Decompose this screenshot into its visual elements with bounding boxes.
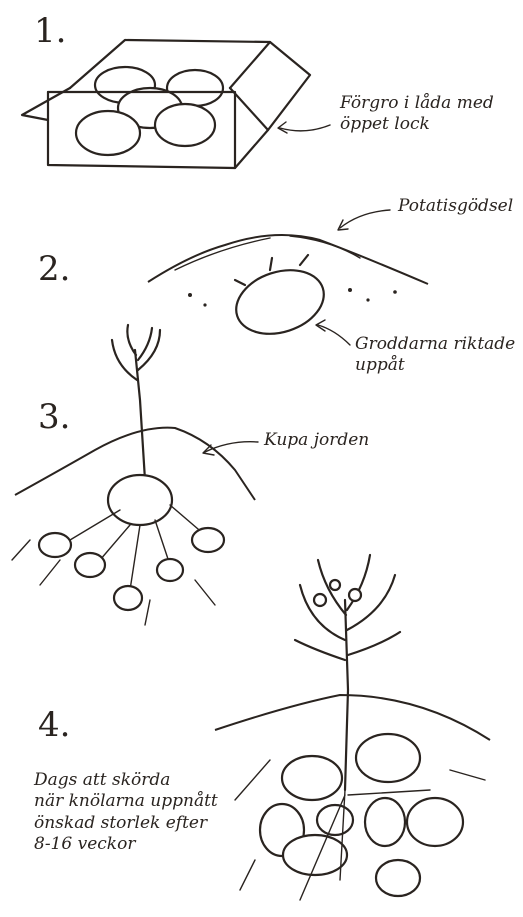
soil-dot bbox=[188, 293, 192, 297]
tuber bbox=[407, 798, 463, 846]
step2-planting-illustration bbox=[148, 210, 428, 345]
flower bbox=[314, 594, 326, 606]
caption-line: 8-16 veckor bbox=[34, 834, 218, 855]
leaf bbox=[347, 575, 395, 630]
caption-line: Dags att skörda bbox=[34, 770, 218, 791]
step2-number: 2. bbox=[38, 252, 70, 286]
small-tuber bbox=[75, 553, 105, 577]
leaf bbox=[138, 328, 152, 360]
stolon bbox=[100, 525, 130, 560]
caption-line: uppåt bbox=[355, 355, 515, 376]
soil-dot bbox=[203, 303, 206, 306]
potato bbox=[76, 111, 140, 155]
arrow bbox=[280, 125, 330, 131]
caption-line: önskad storlek efter bbox=[34, 813, 218, 834]
leaf bbox=[300, 585, 345, 640]
step4-harvest-illustration bbox=[215, 555, 490, 900]
leaf bbox=[347, 555, 370, 610]
soil-dot bbox=[348, 288, 352, 292]
arrow-head bbox=[278, 122, 287, 133]
caption-line: Förgro i låda med bbox=[340, 93, 494, 114]
tuber bbox=[365, 798, 405, 846]
leaf bbox=[138, 330, 160, 370]
box-right-flap bbox=[230, 42, 310, 130]
stolon bbox=[70, 510, 120, 540]
leaf bbox=[112, 340, 137, 380]
leaf bbox=[295, 640, 345, 660]
step1-number: 1. bbox=[34, 14, 66, 48]
arrow bbox=[340, 210, 390, 228]
small-tuber bbox=[39, 533, 71, 557]
arrow bbox=[318, 325, 350, 345]
step4-caption: Dags att skörda när knölarna uppnått öns… bbox=[34, 770, 218, 855]
step3-hilling-illustration bbox=[12, 325, 258, 625]
step3-number: 3. bbox=[38, 400, 70, 434]
potato bbox=[155, 104, 215, 146]
soil-dot bbox=[393, 290, 397, 294]
step1-box-illustration bbox=[22, 40, 330, 168]
small-tuber bbox=[157, 559, 183, 581]
step1-caption: Förgro i låda med öppet lock bbox=[340, 93, 494, 136]
soil-dot bbox=[366, 298, 369, 301]
step2-top-caption: Potatisgödsel bbox=[398, 196, 513, 217]
caption-line: öppet lock bbox=[340, 114, 494, 135]
mother-tuber bbox=[108, 475, 172, 525]
leaf bbox=[348, 632, 400, 655]
stolon bbox=[130, 525, 140, 590]
step3-caption: Kupa jorden bbox=[264, 430, 369, 451]
small-tuber bbox=[114, 586, 142, 610]
small-tuber bbox=[192, 528, 224, 552]
step4-number: 4. bbox=[38, 708, 70, 742]
caption-line: när knölarna uppnått bbox=[34, 791, 218, 812]
tuber bbox=[376, 860, 420, 896]
flower bbox=[330, 580, 340, 590]
tuber bbox=[283, 835, 347, 875]
tuber bbox=[282, 756, 342, 800]
soil-surface bbox=[215, 695, 490, 740]
tuber bbox=[356, 734, 420, 782]
step2-caption: Groddarna riktade uppåt bbox=[355, 334, 515, 377]
flower bbox=[349, 589, 361, 601]
caption-line: Groddarna riktade bbox=[355, 334, 515, 355]
